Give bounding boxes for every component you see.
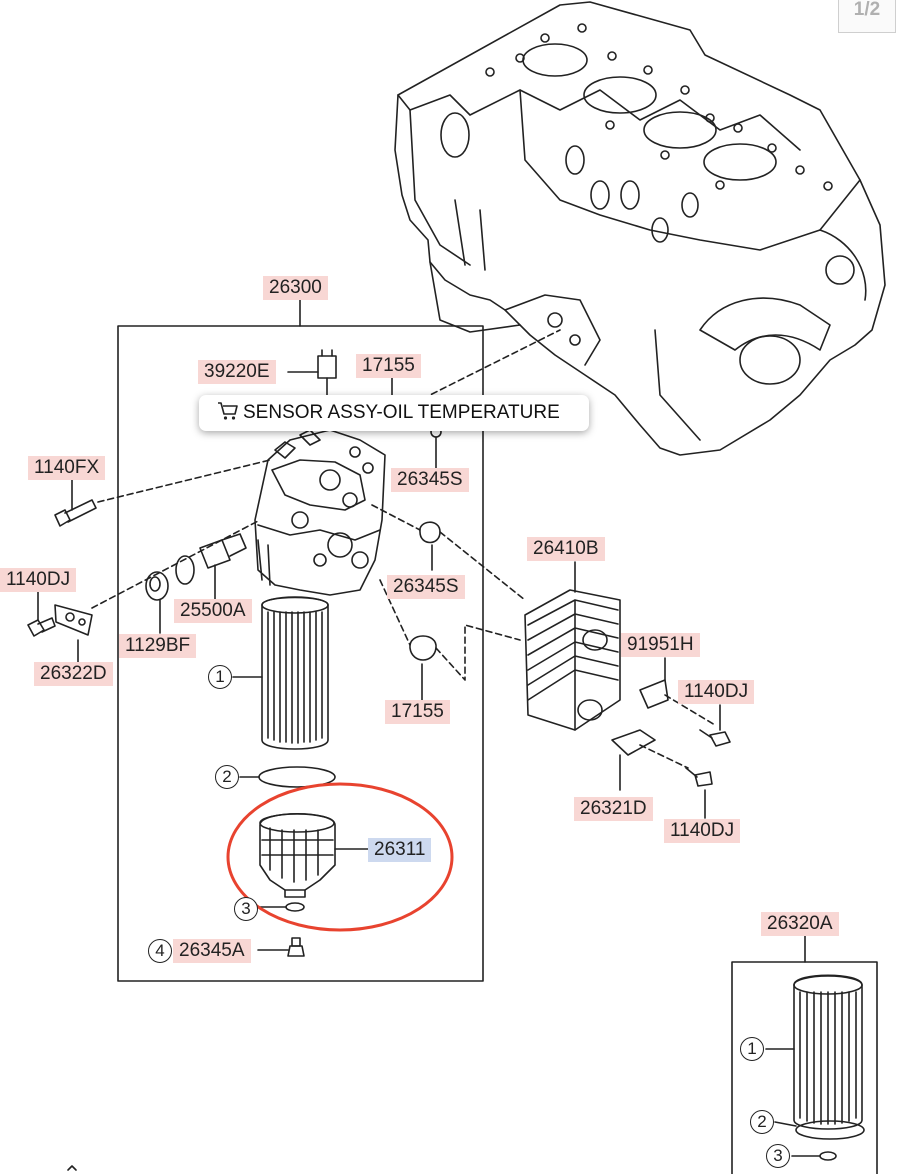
- page-indicator: 1/2: [838, 0, 896, 33]
- plug-1129bf-drawing: [145, 571, 169, 634]
- part-label-1140dj-right-1[interactable]: 1140DJ: [678, 680, 755, 704]
- kit-callout-2: 2: [750, 1110, 774, 1134]
- sensor-drawing: [287, 349, 337, 396]
- bolt-1140fx-drawing: [54, 459, 271, 527]
- kit-filter-element-drawing: [765, 974, 865, 1161]
- part-label-26311[interactable]: 26311: [368, 838, 432, 862]
- part-tooltip[interactable]: SENSOR ASSY-OIL TEMPERATURE: [199, 395, 589, 431]
- part-label-26410b[interactable]: 26410B: [527, 537, 605, 561]
- part-label-1140fx[interactable]: 1140FX: [28, 456, 106, 480]
- filter-cap-drawing: [259, 813, 369, 898]
- part-label-26300[interactable]: 26300: [263, 276, 328, 300]
- kit-callout-3: 3: [766, 1144, 790, 1168]
- part-label-26321d[interactable]: 26321D: [574, 797, 653, 821]
- kit-callout-1: 1: [740, 1037, 764, 1061]
- oil-cooler-drawing: [524, 561, 621, 731]
- callout-3: 3: [234, 897, 258, 921]
- part-label-26345a[interactable]: 26345A: [173, 939, 251, 963]
- part-label-26345s-2[interactable]: 26345S: [387, 575, 465, 599]
- tooltip-text: SENSOR ASSY-OIL TEMPERATURE: [243, 402, 560, 423]
- part-label-39220e[interactable]: 39220E: [198, 360, 276, 384]
- part-label-91951h[interactable]: 91951H: [621, 633, 700, 657]
- callout-2: 2: [215, 765, 239, 789]
- callout-1: 1: [208, 665, 232, 689]
- bolts-right-drawing: [685, 704, 731, 819]
- filter-element-drawing: [232, 596, 329, 750]
- adapter-25500a-drawing: [175, 533, 247, 601]
- engine-block-drawing: [394, 1, 886, 456]
- part-label-1140dj-left[interactable]: 1140DJ: [0, 568, 77, 592]
- drain-plug-drawing: [257, 937, 305, 957]
- part-label-17155-top[interactable]: 17155: [356, 354, 421, 378]
- part-label-17155-bottom[interactable]: 17155: [385, 700, 450, 724]
- callout-4: 4: [148, 939, 172, 963]
- filter-housing-drawing: [254, 429, 386, 596]
- highlight-circle: [226, 782, 454, 932]
- part-label-26322d[interactable]: 26322D: [34, 662, 113, 686]
- brackets-drawing: [611, 657, 716, 791]
- cart-icon: [217, 398, 239, 434]
- part-label-1129bf[interactable]: 1129BF: [119, 634, 197, 658]
- gaskets-26345s-drawing: [371, 426, 526, 701]
- bolt-1140dj-left-drawing: [27, 519, 261, 663]
- part-label-25500a[interactable]: 25500A: [174, 599, 252, 623]
- part-label-26345s-1[interactable]: 26345S: [391, 468, 469, 492]
- part-label-1140dj-right-2[interactable]: 1140DJ: [664, 819, 741, 843]
- small-o-ring-drawing: [285, 902, 305, 912]
- part-label-26320a[interactable]: 26320A: [761, 912, 839, 936]
